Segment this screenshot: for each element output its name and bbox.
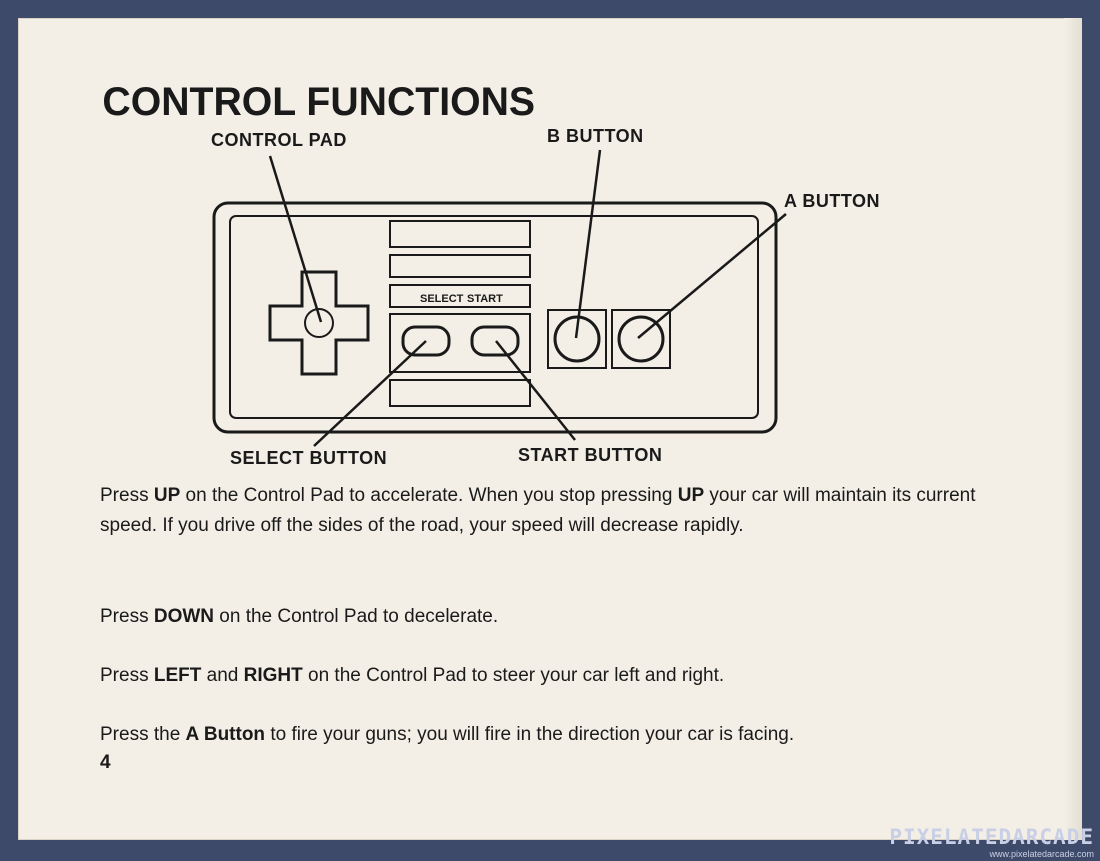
a-button-housing (611, 309, 671, 369)
instruction-decelerate: Press DOWN on the Control Pad to deceler… (100, 606, 499, 627)
select-button-leader (313, 340, 427, 447)
controller-diagram: SELECT START (212, 149, 787, 447)
controller-face-panel (229, 215, 759, 419)
control-pad-center (304, 308, 334, 338)
center-strip-middle (389, 254, 531, 278)
page-title: CONTROL FUNCTIONS (102, 80, 536, 124)
watermark-name: PIXELATEDARCADE (889, 825, 1094, 849)
select-start-recess (389, 313, 531, 373)
start-button-shape (470, 325, 520, 357)
a-button-label: A BUTTON (784, 191, 880, 211)
center-strip-bottom (389, 379, 531, 407)
select-start-label-strip (389, 284, 531, 308)
a-button-leader (637, 213, 787, 339)
start-text: START (467, 293, 503, 305)
a-button-shape (617, 315, 665, 363)
control-pad-leader (268, 155, 323, 323)
select-text: SELECT (420, 293, 464, 305)
select-button-shape (401, 325, 451, 357)
b-button-label: B BUTTON (547, 126, 644, 146)
start-button-label: START BUTTON (518, 445, 663, 465)
page-number: 4 (100, 752, 111, 773)
manual-page: CONTROL FUNCTIONS SELECT START CONTROL P… (18, 18, 1082, 840)
control-pad-shape (268, 270, 370, 376)
b-button-leader (574, 149, 602, 339)
center-strip-top (389, 220, 531, 248)
instruction-accelerate: Press UP on the Control Pad to accelerat… (100, 485, 976, 536)
select-button-label: SELECT BUTTON (230, 448, 388, 468)
watermark-url: www.pixelatedarcade.com (989, 849, 1094, 859)
instruction-fire: Press the A Button to fire your guns; yo… (100, 724, 795, 745)
control-pad-label: CONTROL PAD (211, 130, 347, 150)
b-button-shape (553, 315, 601, 363)
b-button-housing (547, 309, 607, 369)
page-fold-shadow (1064, 18, 1082, 840)
site-watermark: PIXELATEDARCADE www.pixelatedarcade.com (889, 825, 1094, 859)
start-button-leader (495, 340, 576, 441)
instruction-steer: Press LEFT and RIGHT on the Control Pad … (100, 665, 725, 686)
controller-body (212, 201, 778, 434)
